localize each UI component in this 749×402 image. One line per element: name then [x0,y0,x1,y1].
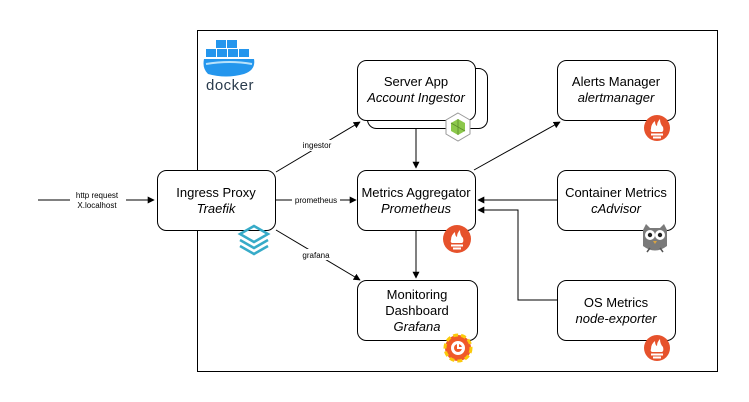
edge-node-exporter-to-metrics [477,206,557,301]
docker-label: docker [206,77,254,94]
node-os-subtitle: node-exporter [576,311,658,326]
edge-label-prometheus: prometheus [295,196,337,205]
node-metrics-subtitle: Prometheus [381,201,452,216]
node-os-metrics: OS Metrics node-exporter [557,280,676,341]
edge-prometheus: prometheus [276,194,357,205]
docker-logo: docker [203,40,255,94]
node-alerts-subtitle: alertmanager [578,90,655,105]
node-monitoring-title-line2: Dashboard [385,303,449,318]
node-metrics-title: Metrics Aggregator [361,185,471,200]
node-os-title: OS Metrics [584,295,649,310]
node-container-title: Container Metrics [565,185,667,200]
prometheus-icon [443,225,471,253]
node-metrics-aggregator: Metrics Aggregator Prometheus [357,170,476,231]
edge-grafana: grafana [275,229,361,281]
node-monitoring-title-line1: Monitoring [387,287,448,302]
node-alerts-title: Alerts Manager [572,74,661,89]
node-ingress-title: Ingress Proxy [176,185,256,200]
node-ingress-proxy: Ingress Proxy Traefik [157,170,276,231]
edge-label-http-request: http request [76,191,119,200]
owl-icon [643,224,667,253]
node-container-subtitle: cAdvisor [591,201,642,216]
prometheus-icon [644,335,670,361]
node-monitoring-dashboard: Monitoring Dashboard Grafana [357,280,478,341]
traefik-icon [237,224,271,256]
node-server-app-title: Server App [384,74,448,89]
nodejs-icon [445,112,471,142]
node-ingress-subtitle: Traefik [197,201,237,216]
edge-label-localhost: X.localhost [77,201,117,210]
grafana-icon [443,333,473,363]
node-alerts-manager: Alerts Manager alertmanager [557,60,676,121]
edge-label-grafana: grafana [302,251,330,260]
edge-ingestor: ingestor [275,121,361,173]
edge-metrics-to-alerts [473,121,561,171]
node-server-app-subtitle: Account Ingestor [366,90,465,105]
edge-http-request: http request X.localhost [38,188,155,212]
docker-whale-icon [203,40,255,77]
prometheus-icon [644,115,670,141]
node-container-metrics: Container Metrics cAdvisor [557,170,676,231]
node-monitoring-subtitle: Grafana [394,319,441,334]
edge-label-ingestor: ingestor [303,141,332,150]
